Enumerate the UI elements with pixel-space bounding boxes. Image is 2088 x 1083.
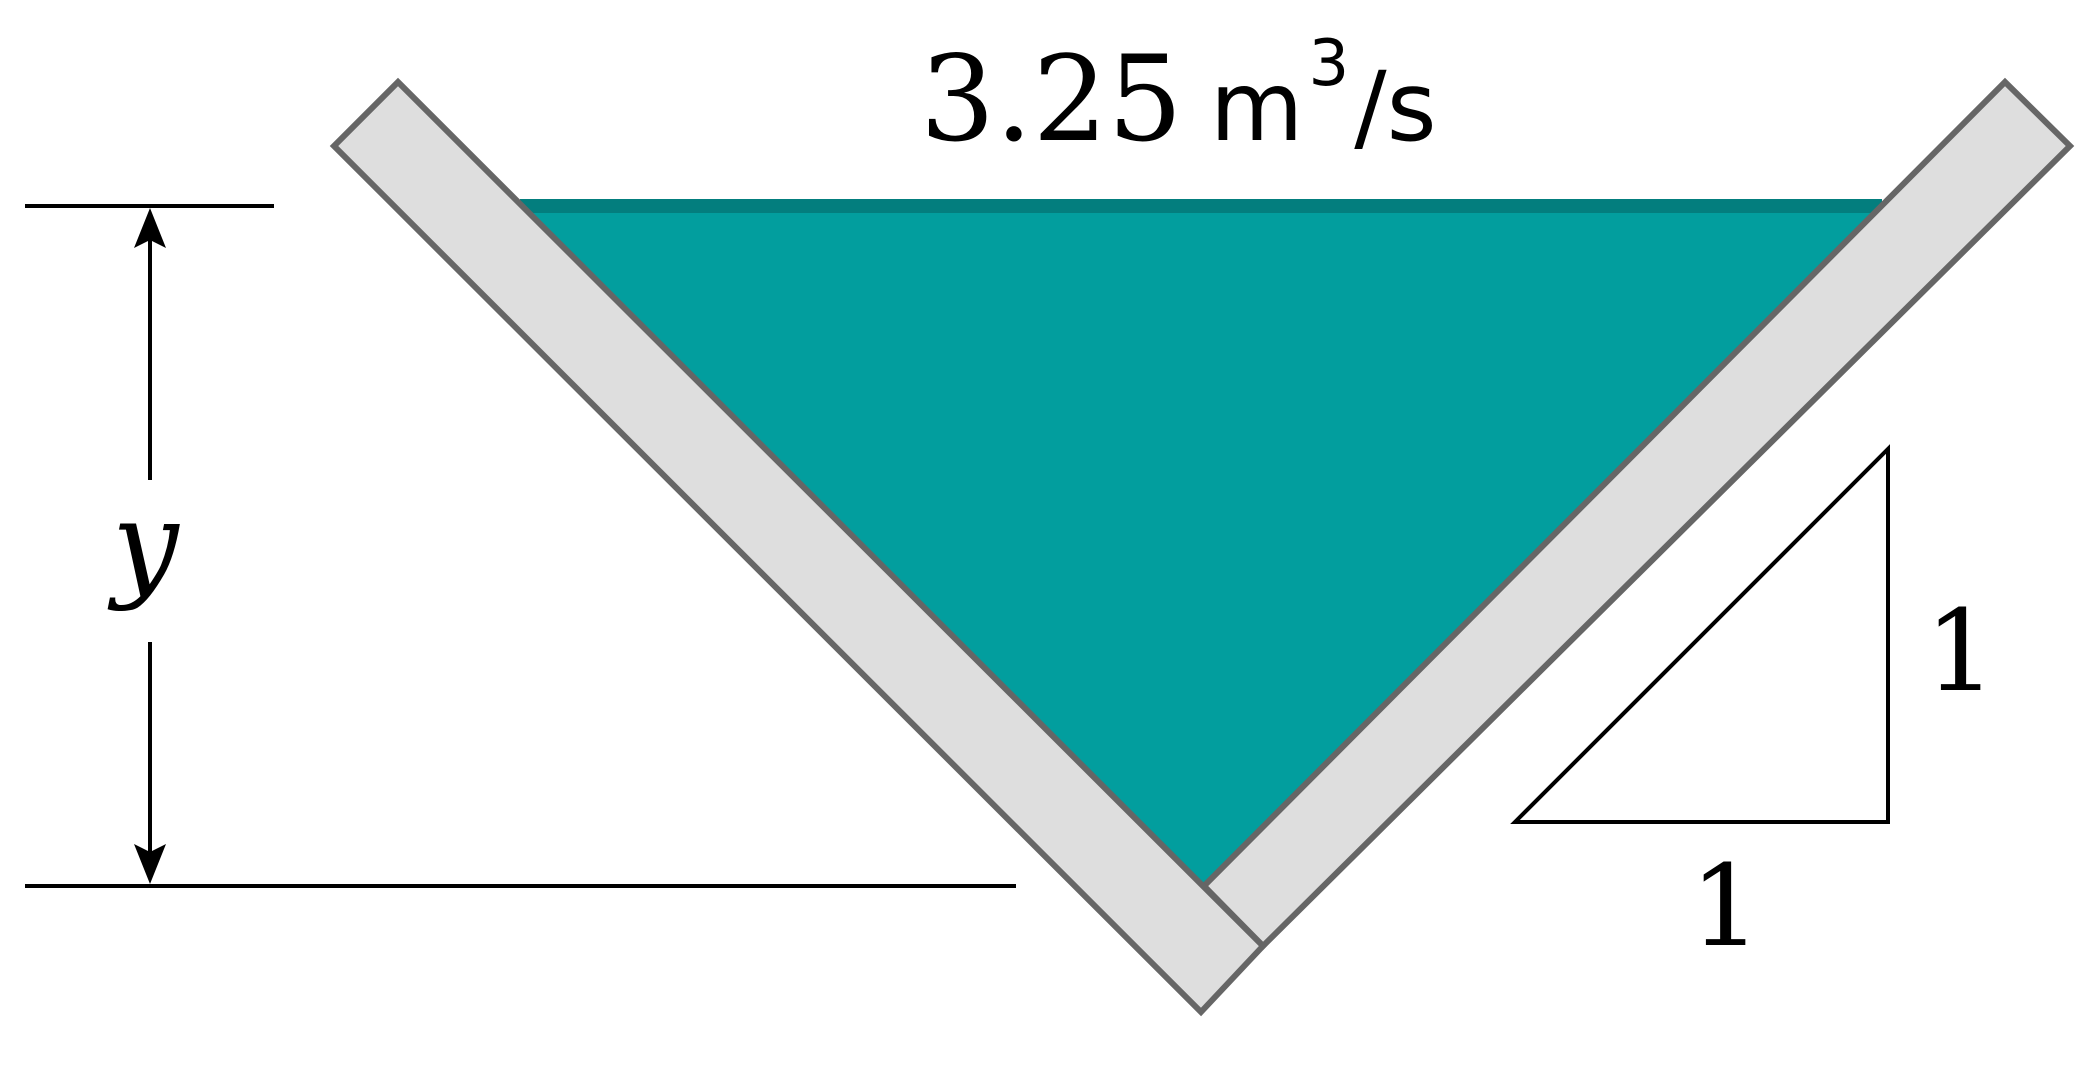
water-body: [520, 206, 1882, 886]
slope-run-label: 1: [1690, 842, 1761, 972]
depth-label: y: [107, 475, 180, 613]
depth-arrow-up-head: [134, 208, 166, 248]
flow-rate-label: 3.25 m 3 /s: [920, 27, 1437, 168]
flow-rate-unit: m: [1210, 51, 1304, 163]
flow-rate-value: 3.25: [920, 30, 1183, 168]
slope-rise-label: 1: [1925, 587, 1996, 717]
channel-left-wall: [329, 77, 1268, 1017]
flow-rate-per: /s: [1354, 51, 1436, 163]
depth-arrow-down-head: [134, 844, 166, 884]
flow-rate-exponent: 3: [1308, 27, 1349, 101]
slope-triangle: [1510, 444, 1890, 824]
